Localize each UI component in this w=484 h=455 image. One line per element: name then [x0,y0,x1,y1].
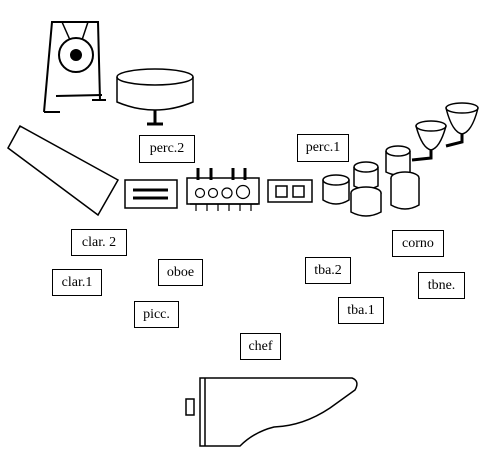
bass-drum-icon [116,68,194,126]
label-chef: chef [240,333,281,360]
label-clar-2: clar. 2 [71,229,127,256]
label-perc-1: perc.1 [297,134,349,162]
label-tba-2: tba.2 [305,257,351,284]
timpani-icon [385,145,420,210]
gong-icon [43,21,106,113]
mallet-instrument-icon [186,168,260,211]
horn-bells-icon [411,102,479,162]
label-picc: picc. [134,301,179,328]
label-corno: corno [392,230,444,257]
label-clar-1: clar.1 [52,269,102,296]
harp-icon [7,124,120,217]
label-tba-1: tba.1 [338,297,384,324]
label-perc-2: perc.2 [139,135,195,163]
drum-set-icon [322,161,382,217]
grand-piano-icon [185,377,358,447]
small-percussion-icon [267,179,313,203]
label-oboe: oboe [158,259,203,286]
label-tbne: tbne. [418,272,465,299]
keyboard-percussion-icon [124,179,178,209]
